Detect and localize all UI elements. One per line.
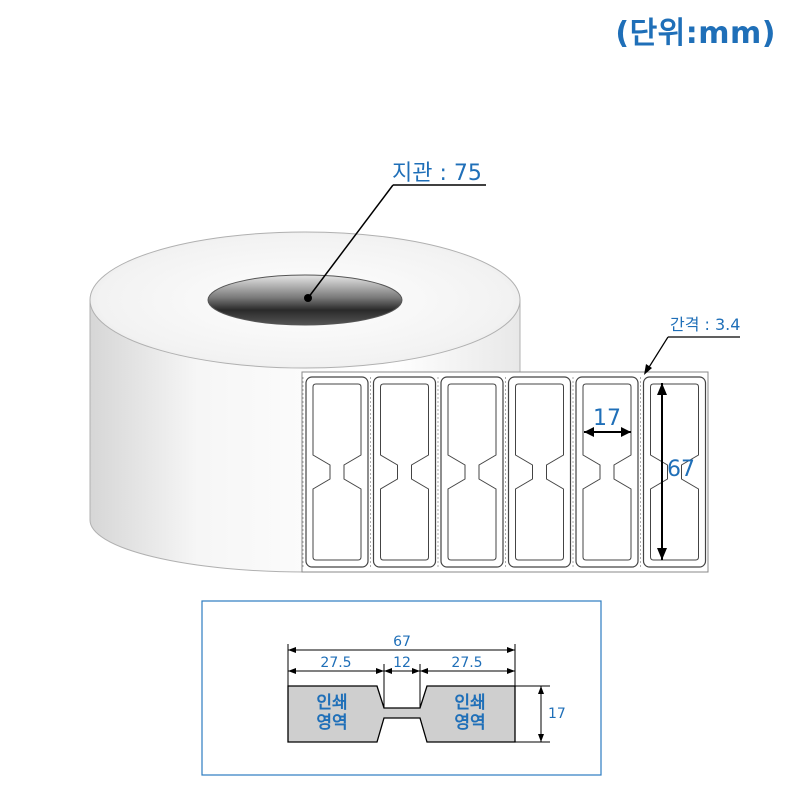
detail-label-shape: 인쇄 영역 인쇄 영역 [287, 685, 516, 743]
print-area-left-line2: 영역 [316, 713, 347, 733]
detail-total-width: 67 [393, 634, 411, 650]
label-print-shape [515, 383, 564, 561]
detail-left-width: 27.5 [320, 655, 351, 671]
label-outline [507, 376, 572, 568]
core-label: 지관 : 75 [392, 161, 482, 186]
label-outline [575, 376, 639, 568]
label-outline [642, 376, 707, 568]
label-sequence [302, 376, 707, 568]
print-area-right-line2: 영역 [454, 713, 485, 733]
print-area-left-line1: 인쇄 [316, 693, 347, 713]
label-outline [372, 376, 437, 568]
label-print-shape [380, 383, 429, 561]
core-callout: 지관 : 75 [304, 161, 486, 302]
label-width-value: 17 [593, 406, 621, 431]
label-print-shape [582, 383, 632, 561]
label-height-dimension: 67 [657, 383, 695, 560]
detail-right-width: 27.5 [451, 655, 482, 671]
label-outline [305, 376, 369, 568]
label-print-shape [650, 383, 699, 561]
detail-middle-width: 12 [393, 655, 411, 671]
print-area-right-line1: 인쇄 [454, 693, 485, 713]
detail-height: 17 [548, 706, 566, 722]
label-outline [440, 376, 504, 568]
detail-arrowheads [288, 647, 544, 742]
label-print-shape [312, 383, 362, 561]
detail-frame [201, 600, 602, 776]
unit-label: (단위:mm) [615, 16, 776, 51]
label-print-shape [447, 383, 497, 561]
gap-label: 간격 : 3.4 [670, 315, 740, 334]
label-height-value: 67 [667, 457, 695, 482]
gap-callout: 간격 : 3.4 [644, 315, 740, 375]
label-width-dimension: 17 [584, 406, 631, 437]
